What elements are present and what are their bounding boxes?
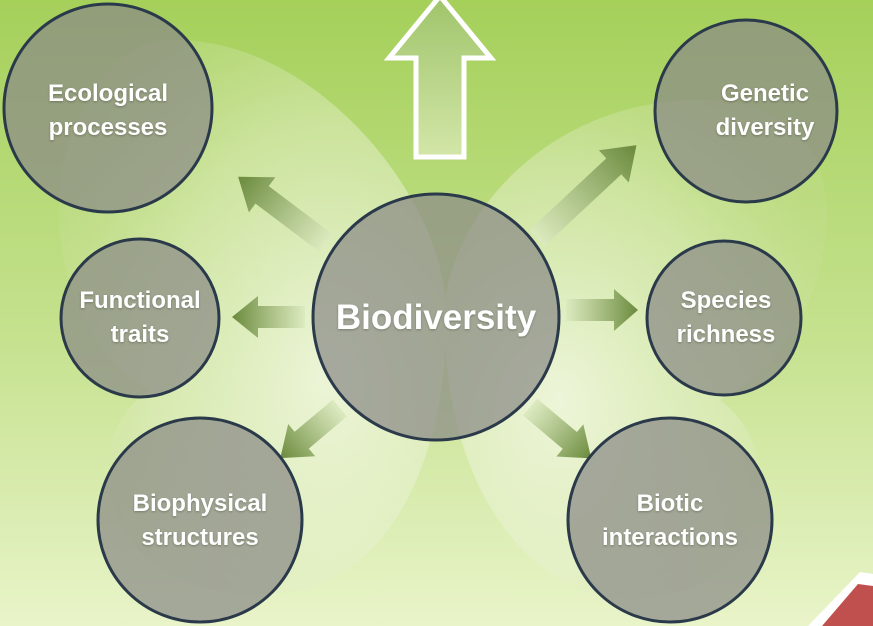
arrow-to-biotic-interactions xyxy=(522,398,592,459)
biophysical-structures-circle xyxy=(96,416,304,624)
biotic-interactions-circle xyxy=(566,416,774,624)
arrow-to-ecological-processes xyxy=(238,176,333,252)
biodiversity-center-circle xyxy=(311,192,561,442)
ecological-processes-circle xyxy=(2,2,214,214)
arrow-to-genetic-diversity xyxy=(529,145,637,247)
corner-triangle-fill xyxy=(822,584,873,626)
genetic-diversity-circle xyxy=(653,18,839,204)
arrow-to-functional-traits xyxy=(232,296,305,338)
functional-traits-circle xyxy=(59,237,221,399)
arrow-to-biophysical-structures xyxy=(280,399,348,459)
up-arrow-shape xyxy=(383,0,497,160)
species-richness-circle xyxy=(645,239,803,397)
arrow-to-species-richness xyxy=(566,289,638,331)
